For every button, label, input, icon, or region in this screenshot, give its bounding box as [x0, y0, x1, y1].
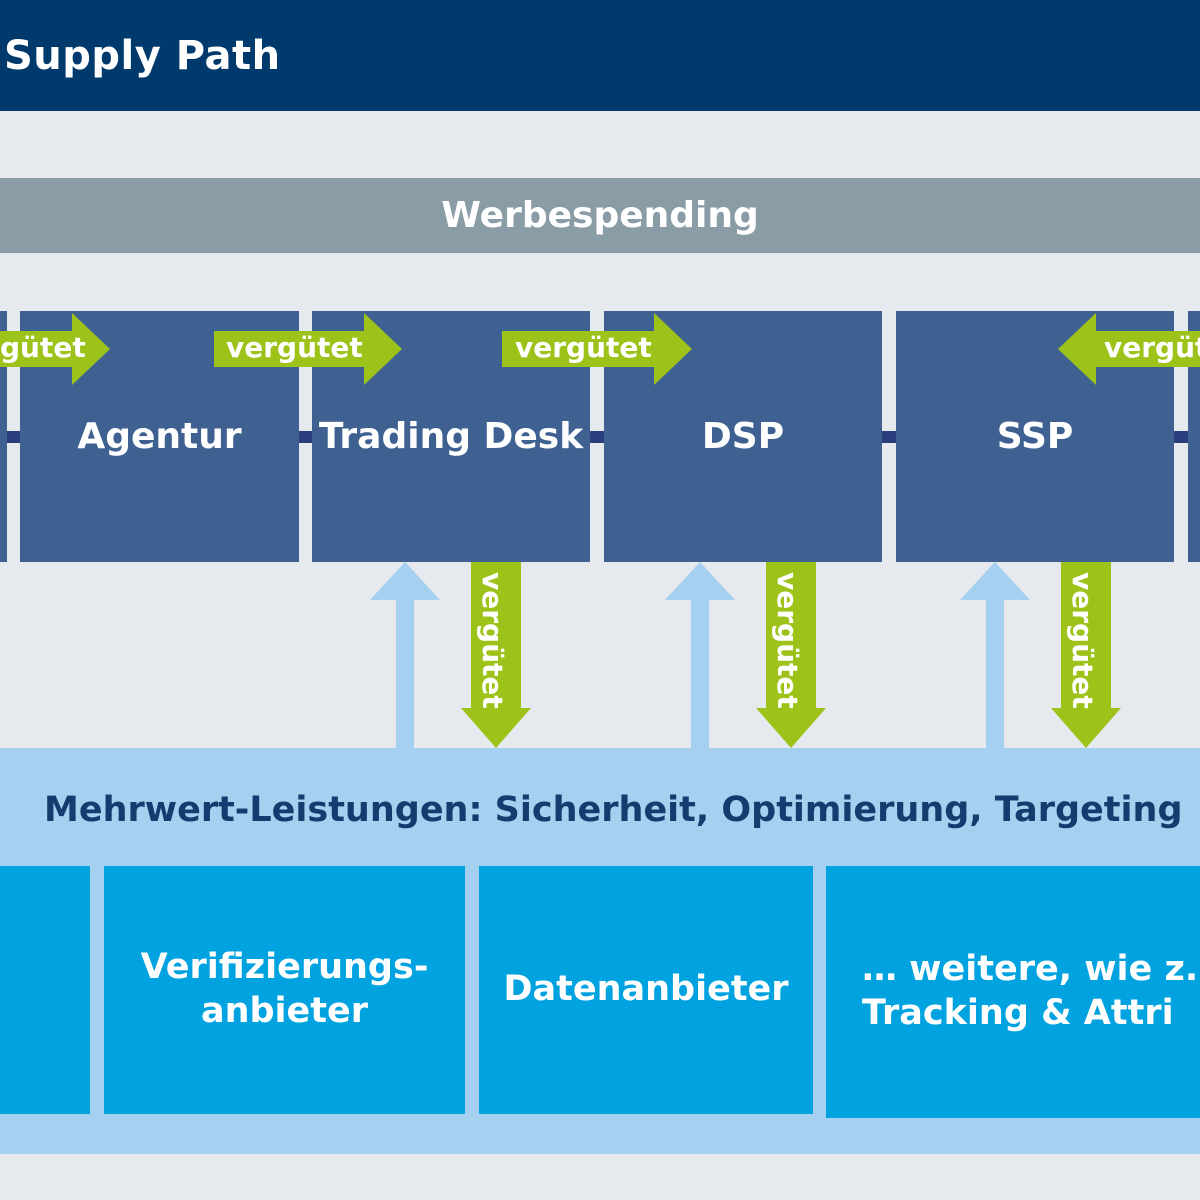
partial-box-left — [0, 311, 7, 562]
arrow-down-icon — [461, 562, 531, 748]
provider-label: Datenanbieter — [503, 969, 789, 1010]
provider-box-daten: Datenanbieter — [479, 866, 813, 1114]
arrow-up-icon — [960, 562, 1030, 750]
arrow-label: gütet — [0, 331, 86, 364]
connector — [881, 431, 898, 443]
arrow-label: vergütet — [515, 331, 652, 364]
box-trading-desk-label: Trading Desk — [318, 416, 584, 457]
provider-label: … weitere, wie z.B. Tracking & Attri — [862, 949, 1200, 1033]
arrow-up-icon — [665, 562, 735, 750]
arrow-down-icon — [1051, 562, 1121, 748]
provider-box-partial — [0, 866, 90, 1114]
arrow-right-icon — [0, 313, 110, 385]
provider-label: Verifizierungs- anbieter — [140, 947, 429, 1031]
box-ssp: SSP — [896, 311, 1174, 562]
connector — [298, 431, 314, 443]
arrow-label: vergütet — [1066, 572, 1099, 709]
provider-box-weitere: … weitere, wie z.B. Tracking & Attri — [826, 866, 1200, 1118]
title-bar — [0, 0, 1200, 111]
arrow-label: vergütet — [476, 572, 509, 709]
connector — [1173, 431, 1190, 443]
arrow-up-icon — [370, 562, 440, 750]
box-ssp-label: SSP — [996, 416, 1074, 457]
box-dsp-label: DSP — [701, 416, 785, 457]
page-title: Supply Path — [4, 33, 281, 79]
provider-box-verifizierung: Verifizierungs- anbieter — [104, 866, 465, 1114]
arrow-label: vergütet — [226, 331, 363, 364]
connector — [589, 431, 606, 443]
arrow-label: vergütet — [771, 572, 804, 709]
arrow-down-icon — [756, 562, 826, 748]
arrow-left-icon — [1058, 313, 1200, 385]
partial-box-right — [1188, 311, 1200, 562]
mehrwert-label: Mehrwert-Leistungen: Sicherheit, Optimie… — [44, 790, 1183, 830]
arrow-right-icon — [214, 313, 402, 385]
werbespending-label: Werbespending — [441, 195, 759, 236]
box-agentur-label: Agentur — [77, 416, 242, 457]
werbespending-bar: Werbespending — [0, 178, 1200, 253]
arrow-right-icon — [502, 313, 692, 385]
arrow-label: vergüt — [1104, 331, 1200, 364]
